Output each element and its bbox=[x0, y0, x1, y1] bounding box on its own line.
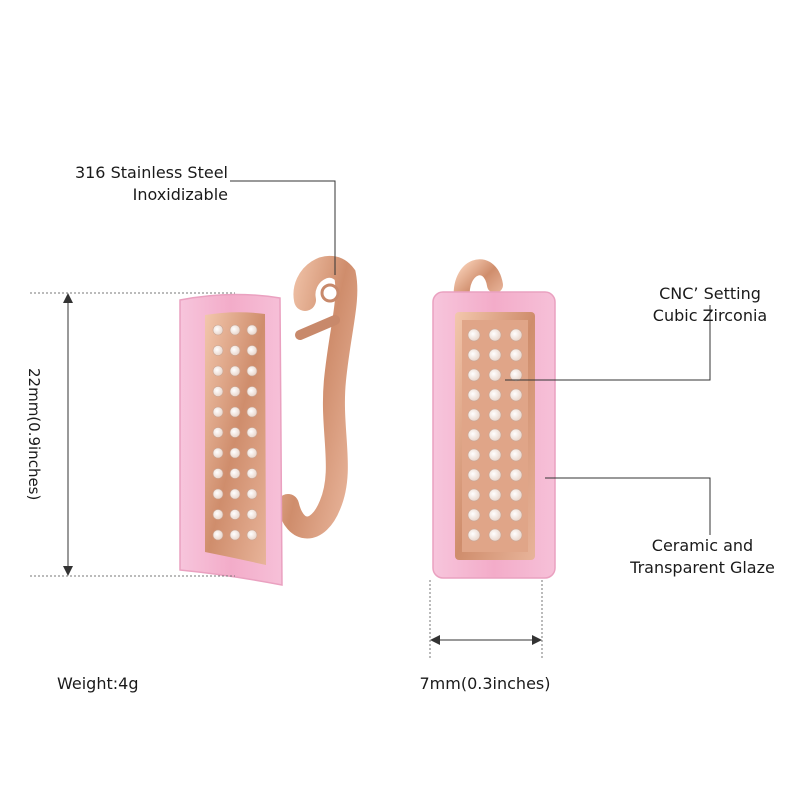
right-earring bbox=[432, 259, 556, 579]
glaze-label-line2: Transparent Glaze bbox=[630, 558, 775, 577]
zirconia-stone bbox=[246, 447, 258, 459]
left-earring-hoop bbox=[277, 255, 358, 539]
zirconia-stone bbox=[212, 365, 224, 377]
zirconia-stone bbox=[467, 528, 481, 542]
left-earring-zirconia-stones bbox=[212, 324, 258, 541]
left-earring bbox=[179, 255, 358, 586]
height-dimension-label: 22mm(0.9inches) bbox=[25, 368, 43, 501]
zirconia-stone bbox=[488, 348, 502, 362]
zirconia-stone bbox=[488, 528, 502, 542]
zirconia-stone bbox=[509, 468, 523, 482]
leader-line-glaze bbox=[545, 477, 711, 535]
zirconia-stone bbox=[467, 368, 481, 382]
zirconia-stone bbox=[509, 508, 523, 522]
leader-line-setting bbox=[505, 305, 711, 381]
zirconia-stone bbox=[246, 427, 258, 438]
zirconia-stone bbox=[467, 508, 481, 522]
weight-label: Weight:4g bbox=[57, 674, 139, 693]
zirconia-stone bbox=[212, 345, 224, 356]
zirconia-stone bbox=[467, 388, 481, 402]
leader-lines bbox=[230, 180, 711, 535]
zirconia-stone bbox=[212, 427, 224, 438]
zirconia-stone bbox=[212, 529, 224, 541]
zirconia-stone bbox=[467, 408, 481, 422]
zirconia-stone bbox=[488, 408, 502, 422]
zirconia-stone bbox=[246, 468, 258, 479]
zirconia-stone bbox=[229, 386, 241, 397]
zirconia-stone bbox=[229, 345, 241, 356]
zirconia-stone bbox=[212, 468, 224, 479]
setting-label: CNC’ Setting Cubic Zirconia bbox=[630, 283, 790, 327]
zirconia-stone bbox=[467, 428, 481, 442]
zirconia-stone bbox=[467, 448, 481, 462]
right-earring-zirconia-stones bbox=[467, 328, 523, 542]
zirconia-stone bbox=[509, 488, 523, 502]
width-dimension-label: 7mm(0.3inches) bbox=[419, 674, 551, 693]
glaze-label-line1: Ceramic and bbox=[651, 536, 754, 555]
zirconia-stone bbox=[212, 509, 224, 520]
zirconia-stone bbox=[488, 388, 502, 402]
zirconia-stone bbox=[212, 386, 224, 397]
zirconia-stone bbox=[229, 488, 241, 500]
zirconia-stone bbox=[246, 365, 258, 377]
zirconia-stone bbox=[229, 447, 241, 459]
zirconia-stone bbox=[488, 468, 502, 482]
zirconia-stone bbox=[467, 488, 481, 502]
zirconia-stone bbox=[229, 468, 241, 479]
zirconia-stone bbox=[488, 368, 502, 382]
zirconia-stone bbox=[467, 468, 481, 482]
setting-label-line2: Cubic Zirconia bbox=[652, 306, 768, 325]
zirconia-stone bbox=[488, 428, 502, 442]
zirconia-stone bbox=[229, 427, 241, 438]
zirconia-stone bbox=[488, 328, 502, 342]
zirconia-stone bbox=[509, 448, 523, 462]
leader-line-material bbox=[230, 180, 336, 275]
zirconia-stone bbox=[212, 488, 224, 500]
zirconia-stone bbox=[509, 388, 523, 402]
zirconia-stone bbox=[246, 488, 258, 500]
zirconia-stone bbox=[488, 448, 502, 462]
zirconia-stone bbox=[229, 509, 241, 520]
setting-label-line1: CNC’ Setting bbox=[659, 284, 761, 303]
zirconia-stone bbox=[246, 386, 258, 397]
zirconia-stone bbox=[509, 528, 523, 542]
zirconia-stone bbox=[246, 345, 258, 356]
zirconia-stone bbox=[467, 328, 481, 342]
zirconia-stone bbox=[212, 324, 224, 336]
zirconia-stone bbox=[246, 509, 258, 520]
material-label: 316 Stainless Steel Inoxidizable bbox=[50, 162, 228, 206]
zirconia-stone bbox=[509, 408, 523, 422]
material-label-line2: Inoxidizable bbox=[132, 185, 228, 204]
material-label-line1: 316 Stainless Steel bbox=[74, 163, 228, 182]
glaze-label: Ceramic and Transparent Glaze bbox=[615, 535, 790, 579]
zirconia-stone bbox=[212, 447, 224, 459]
zirconia-stone bbox=[229, 529, 241, 541]
zirconia-stone bbox=[488, 488, 502, 502]
zirconia-stone bbox=[246, 406, 258, 418]
zirconia-stone bbox=[488, 508, 502, 522]
zirconia-stone bbox=[246, 324, 258, 336]
zirconia-stone bbox=[212, 406, 224, 418]
zirconia-stone bbox=[509, 348, 523, 362]
zirconia-stone bbox=[509, 328, 523, 342]
right-earring-hook bbox=[453, 259, 503, 308]
zirconia-stone bbox=[229, 324, 241, 336]
width-dimension bbox=[429, 580, 543, 660]
zirconia-stone bbox=[246, 529, 258, 541]
zirconia-stone bbox=[229, 365, 241, 377]
zirconia-stone bbox=[467, 348, 481, 362]
zirconia-stone bbox=[229, 406, 241, 418]
height-dimension bbox=[30, 292, 235, 577]
zirconia-stone bbox=[509, 428, 523, 442]
zirconia-stone bbox=[509, 368, 523, 382]
